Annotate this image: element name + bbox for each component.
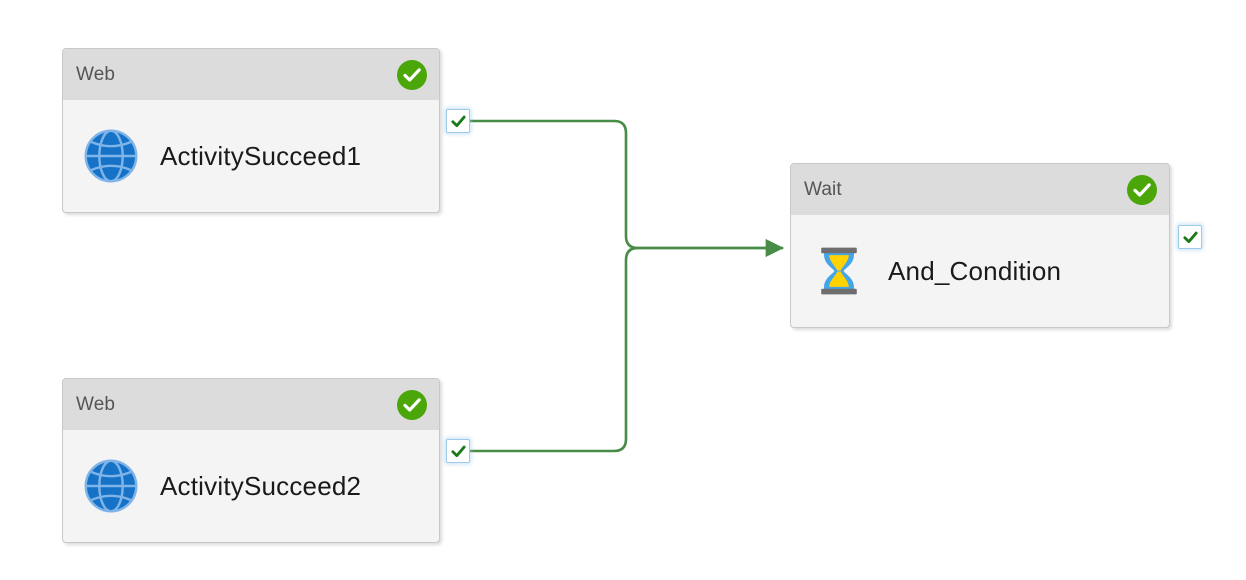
success-check-icon — [450, 115, 466, 127]
node-type-label: Web — [76, 63, 116, 85]
output-port-and-condition[interactable] — [1178, 225, 1202, 249]
node-header: Wait — [791, 164, 1169, 215]
node-body: ActivitySucceed2 — [63, 430, 439, 542]
success-check-circle-icon — [1127, 174, 1157, 205]
success-check-circle-icon — [397, 389, 427, 420]
node-body: And_Condition — [791, 215, 1169, 327]
node-activity-name: ActivitySucceed2 — [160, 470, 362, 501]
globe-icon — [80, 125, 142, 187]
node-header: Web — [63, 49, 439, 100]
node-type-label: Web — [76, 393, 116, 415]
activity-node-and-condition[interactable]: Wait And_C — [790, 163, 1170, 328]
node-header: Web — [63, 379, 439, 430]
success-check-icon — [450, 445, 466, 457]
activity-node-activitysucceed1[interactable]: Web — [62, 48, 440, 213]
node-activity-name: And_Condition — [888, 255, 1062, 286]
globe-icon — [80, 455, 142, 517]
activity-node-activitysucceed2[interactable]: Web — [62, 378, 440, 543]
success-check-icon — [1182, 231, 1198, 243]
node-type-label: Wait — [804, 178, 842, 200]
connector-web1-to-wait[interactable] — [468, 119, 784, 258]
success-check-circle-icon — [397, 59, 427, 90]
hourglass-icon — [808, 240, 870, 302]
node-activity-name: ActivitySucceed1 — [160, 140, 362, 171]
connector-web2-to-wait[interactable] — [468, 246, 784, 453]
node-body: ActivitySucceed1 — [63, 100, 439, 212]
output-port-activitysucceed2[interactable] — [446, 439, 470, 463]
output-port-activitysucceed1[interactable] — [446, 109, 470, 133]
